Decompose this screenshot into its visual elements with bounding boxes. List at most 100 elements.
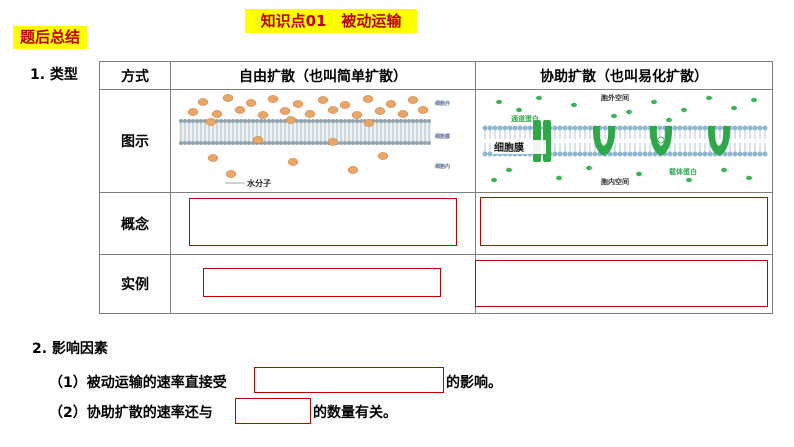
solute-particle bbox=[721, 167, 727, 173]
lipid-head bbox=[682, 125, 688, 131]
lipid-head bbox=[419, 141, 423, 145]
water-molecule bbox=[187, 108, 199, 116]
factor-1-prefix: （1）被动运输的速率直接受 bbox=[49, 375, 227, 391]
solute-particle bbox=[731, 105, 737, 111]
lipid-head bbox=[291, 141, 295, 145]
lipid-head bbox=[647, 151, 653, 157]
factor-2-suffix: 的数量有关。 bbox=[313, 405, 397, 421]
lipid-head bbox=[752, 125, 758, 131]
factor-1-blank[interactable] bbox=[254, 367, 444, 393]
factor-1-suffix: 的影响。 bbox=[446, 375, 502, 391]
lipid-head bbox=[722, 151, 728, 157]
water-molecule bbox=[267, 95, 279, 103]
lipid-head bbox=[375, 119, 379, 123]
lipid-head bbox=[403, 141, 407, 145]
lipid-head bbox=[195, 119, 199, 123]
lipid-head bbox=[632, 125, 638, 131]
lipid-head bbox=[582, 151, 588, 157]
concept-free-diffusion-blank[interactable] bbox=[189, 198, 457, 246]
lipid-head bbox=[183, 141, 187, 145]
lipid-head bbox=[512, 125, 518, 131]
water-molecule bbox=[257, 111, 269, 119]
factor-line-1: （1）被动运输的速率直接受 bbox=[49, 372, 227, 392]
lipid-head bbox=[557, 125, 563, 131]
carrier-protein-label: 载体蛋白 bbox=[669, 167, 697, 176]
lipid-head bbox=[247, 119, 251, 123]
solute-particle bbox=[636, 171, 642, 177]
lipid-head bbox=[255, 119, 259, 123]
water-molecule bbox=[197, 98, 209, 106]
lipid-head bbox=[191, 141, 195, 145]
lipid-head bbox=[622, 125, 628, 131]
solute-particle bbox=[686, 177, 692, 183]
lipid-head bbox=[562, 125, 568, 131]
lipid-head bbox=[335, 119, 339, 123]
lipid-head bbox=[612, 151, 618, 157]
water-molecule bbox=[347, 166, 359, 174]
lipid-head bbox=[642, 151, 648, 157]
lipid-head bbox=[355, 119, 359, 123]
lipid-head bbox=[627, 125, 633, 131]
lipid-head bbox=[231, 119, 235, 123]
lipid-head bbox=[387, 141, 391, 145]
factor-2-prefix: （2）协助扩散的速率还与 bbox=[49, 405, 213, 421]
lipid-head bbox=[672, 151, 678, 157]
lipid-head bbox=[622, 151, 628, 157]
lipid-head bbox=[557, 151, 563, 157]
lipid-head bbox=[562, 151, 568, 157]
lipid-head bbox=[203, 141, 207, 145]
water-molecule bbox=[363, 119, 375, 127]
lipid-head bbox=[507, 125, 513, 131]
lipid-head bbox=[587, 151, 593, 157]
lipid-head bbox=[737, 125, 743, 131]
lipid-head bbox=[577, 125, 583, 131]
lipid-head bbox=[359, 119, 363, 123]
solute-particle bbox=[491, 177, 497, 183]
lipid-head bbox=[687, 125, 693, 131]
water-molecule bbox=[327, 106, 339, 114]
lipid-head bbox=[627, 151, 633, 157]
lipid-head bbox=[279, 119, 283, 123]
lipid-head bbox=[323, 119, 327, 123]
water-molecule bbox=[285, 116, 297, 124]
factor-2-blank[interactable] bbox=[235, 398, 311, 424]
lipid-head bbox=[299, 141, 303, 145]
lipid-head bbox=[207, 141, 211, 145]
lipid-head bbox=[259, 119, 263, 123]
lipid-head bbox=[227, 141, 231, 145]
water-molecule-label: 水分子 bbox=[246, 178, 271, 188]
lipid-head bbox=[351, 141, 355, 145]
water-molecule bbox=[397, 110, 409, 118]
lipid-head bbox=[199, 119, 203, 123]
lipid-head bbox=[327, 119, 331, 123]
table-header-row: 方式 自由扩散（也叫简单扩散） 协助扩散（也叫易化扩散） bbox=[99, 61, 773, 90]
topic-title-tag: 知识点01 被动运输 bbox=[245, 9, 417, 33]
lipid-head bbox=[482, 151, 488, 157]
lipid-head bbox=[502, 125, 508, 131]
solute-particle bbox=[651, 99, 657, 105]
lipid-head bbox=[602, 125, 608, 131]
lipid-head bbox=[243, 119, 247, 123]
lipid-head bbox=[339, 141, 343, 145]
example-free-diffusion-blank[interactable] bbox=[203, 268, 441, 297]
water-molecule bbox=[351, 111, 363, 119]
solute-particle bbox=[626, 109, 632, 115]
lipid-head bbox=[343, 119, 347, 123]
lipid-head bbox=[391, 119, 395, 123]
lipid-head bbox=[667, 151, 673, 157]
header-free-diffusion: 自由扩散（也叫简单扩散） bbox=[170, 61, 476, 90]
example-facilitated-diffusion-blank[interactable] bbox=[475, 260, 768, 307]
row-label-concept: 概念 bbox=[99, 192, 171, 255]
solute-particle bbox=[556, 175, 562, 181]
lipid-head bbox=[223, 141, 227, 145]
lipid-head bbox=[407, 141, 411, 145]
lipid-head bbox=[762, 125, 768, 131]
lipid-head bbox=[347, 119, 351, 123]
lipid-head bbox=[359, 141, 363, 145]
lipid-head bbox=[677, 125, 683, 131]
water-molecule bbox=[234, 106, 246, 114]
lipid-head bbox=[267, 119, 271, 123]
concept-facilitated-diffusion-blank[interactable] bbox=[480, 197, 768, 246]
lipid-head bbox=[747, 151, 753, 157]
lipid-head bbox=[323, 141, 327, 145]
